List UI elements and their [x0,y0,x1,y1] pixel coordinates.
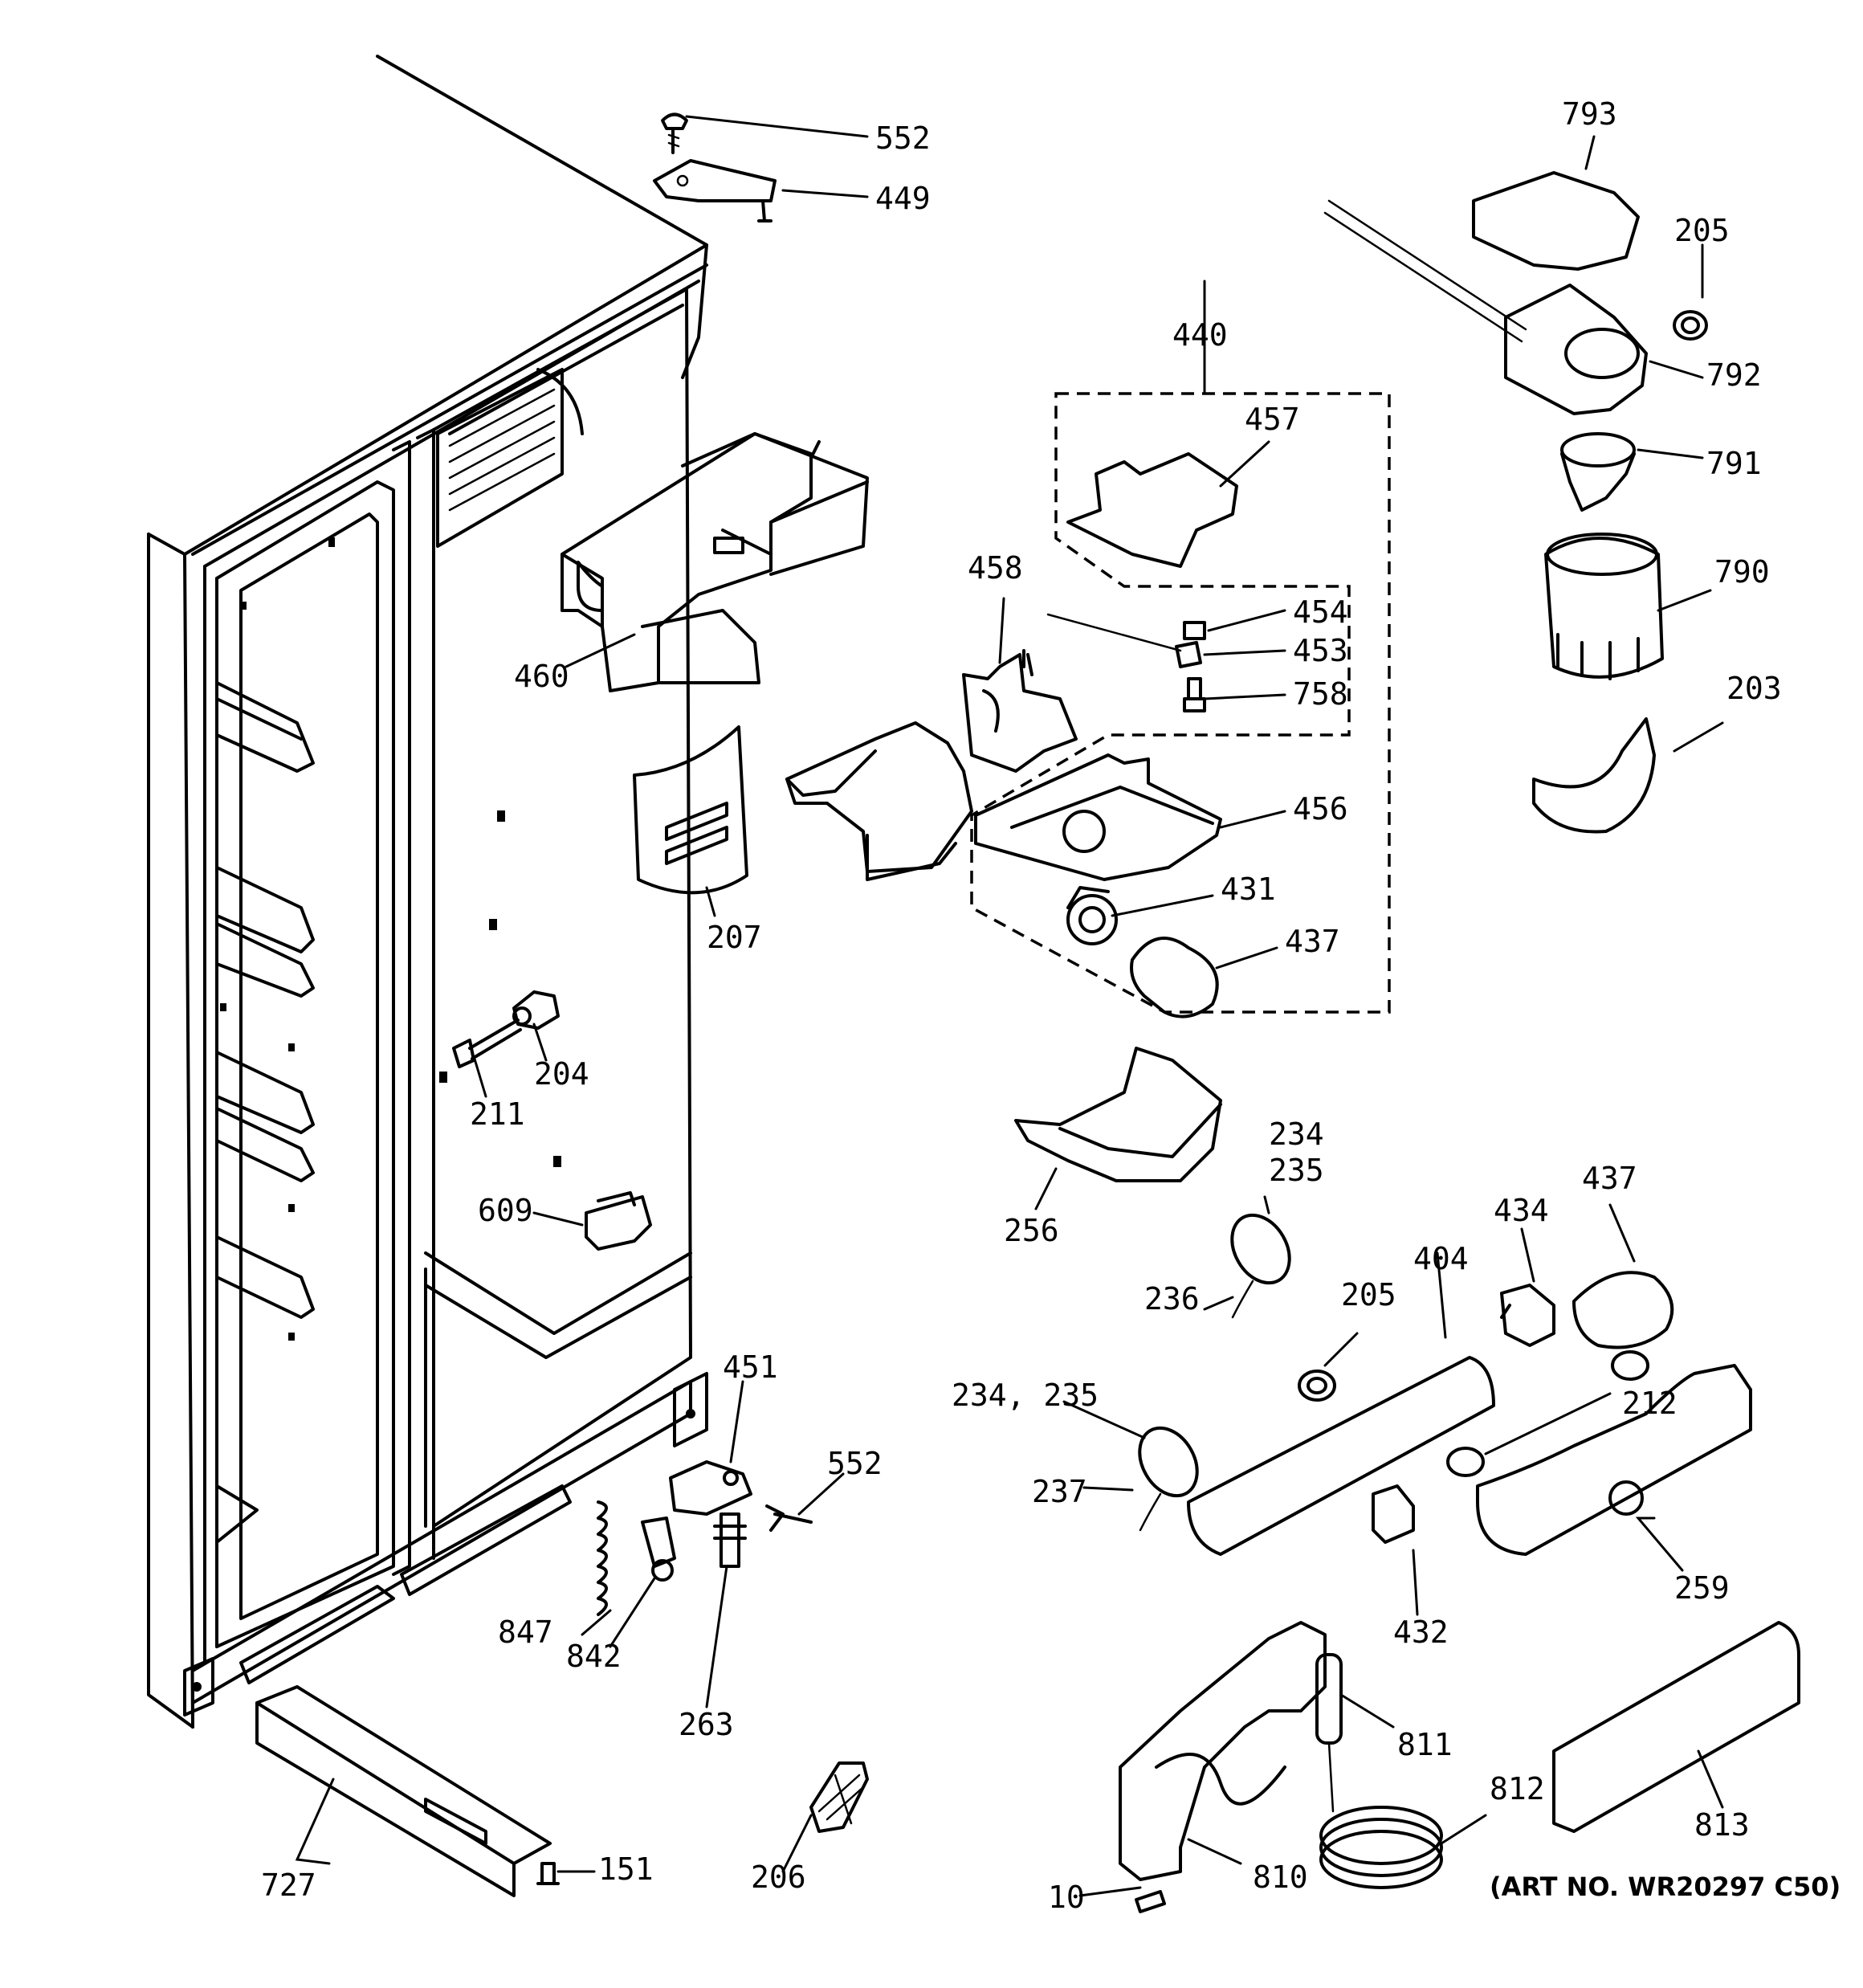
label-791: 791 [1706,446,1762,481]
art-number: (ART NO. WR20297 C50) [1490,1872,1841,1902]
label-847: 847 [498,1614,553,1650]
part-263-fitting [713,1512,747,1568]
part-727-kick-plate [255,1685,552,1897]
label-813: 813 [1694,1807,1750,1843]
label-453: 453 [1293,633,1348,668]
part-457-plate [1066,452,1238,568]
part-812-coil [1319,1741,1443,1889]
part-205-grommet-b [1298,1370,1336,1402]
part-451-bracket [669,1460,752,1516]
label-793: 793 [1562,96,1617,132]
part-458-bracket [962,649,1078,773]
part-205-grommet-a [1673,310,1708,341]
label-207: 207 [707,920,762,955]
part-234-235-237-gasket [1138,1426,1199,1532]
part-234-235-236-gasket [1230,1213,1291,1319]
label-263: 263 [679,1707,734,1742]
label-552-bottom: 552 [827,1446,883,1481]
part-10-screw [1135,1890,1166,1913]
label-431: 431 [1221,872,1276,907]
part-793-cover [1472,171,1640,271]
part-792-filter-head [1323,199,1648,415]
label-235-top: 235 [1269,1153,1324,1188]
label-404: 404 [1413,1241,1469,1276]
refrigerator-cabinet [147,55,708,1729]
part-790-filter [1544,533,1664,680]
label-10: 10 [1048,1880,1085,1915]
label-256: 256 [1004,1213,1059,1248]
label-727: 727 [261,1868,316,1903]
part-432-switch [1372,1484,1415,1544]
label-437-b: 437 [1582,1161,1637,1196]
label-811: 811 [1397,1727,1453,1762]
label-205-bottom: 205 [1341,1277,1396,1312]
label-790: 790 [1714,554,1770,590]
label-842: 842 [566,1639,622,1674]
part-404-light-shield [1187,1356,1495,1556]
part-437-bulb-a [1130,937,1219,1018]
label-237: 237 [1032,1474,1087,1509]
part-609-switch [585,1191,652,1251]
part-552-screw [661,112,688,154]
label-206: 206 [751,1859,806,1895]
part-813-cover [1552,1621,1800,1833]
label-211: 211 [470,1096,525,1132]
part-206-grill [809,1761,869,1833]
part-810-housing [1119,1621,1327,1881]
module-440-dashed-outline [970,392,1391,1014]
label-432: 432 [1393,1614,1449,1650]
label-456: 456 [1293,791,1348,827]
part-203-cap [1532,717,1656,834]
part-431-socket [1066,886,1118,945]
label-458: 458 [968,550,1023,586]
part-847-spring [597,1500,608,1616]
label-792: 792 [1706,357,1762,393]
part-460-duct [561,432,869,692]
part-259-cover [1476,1364,1752,1556]
part-437-bulb-b [1572,1271,1674,1349]
part-212-grommets [1446,1350,1649,1477]
label-758: 758 [1293,676,1348,712]
label-151: 151 [598,1851,654,1887]
part-449-hinge [653,159,777,222]
callout-labels: 552 449 793 205 440 457 792 791 790 458 … [261,96,1841,1915]
label-204: 204 [534,1056,589,1092]
part-434-socket [1500,1284,1555,1347]
part-456-light-housing [974,753,1222,881]
label-234-top: 234 [1269,1116,1324,1152]
label-812: 812 [1490,1771,1545,1806]
label-234-235-bottom: 234, 235 [952,1378,1099,1413]
label-609: 609 [478,1193,533,1228]
part-256-drip-tray [1014,1047,1222,1182]
label-212: 212 [1622,1386,1678,1421]
label-236: 236 [1144,1281,1200,1316]
leader-lines [295,115,1724,1897]
part-552-screw-b [765,1504,813,1532]
part-151-screw [536,1862,560,1885]
label-259: 259 [1674,1570,1730,1606]
part-791-bypass [1560,432,1636,512]
part-chute-assembly [785,721,973,881]
label-451: 451 [723,1349,778,1385]
label-203: 203 [1726,671,1782,706]
label-440: 440 [1172,317,1228,353]
label-449: 449 [875,181,931,216]
part-811-tube [1315,1653,1343,1745]
part-204-spacer [512,990,560,1030]
label-552-top: 552 [875,120,931,156]
label-434: 434 [1494,1193,1549,1228]
label-810: 810 [1253,1859,1308,1895]
part-454-453-758-switch [1046,613,1206,712]
part-211-screw [452,1018,522,1068]
part-207-cover [633,725,748,895]
label-205-top: 205 [1674,213,1730,248]
part-842-link [641,1517,676,1582]
label-454: 454 [1293,594,1348,630]
label-457: 457 [1245,402,1300,437]
label-437-a: 437 [1285,924,1340,959]
label-460: 460 [514,659,569,694]
